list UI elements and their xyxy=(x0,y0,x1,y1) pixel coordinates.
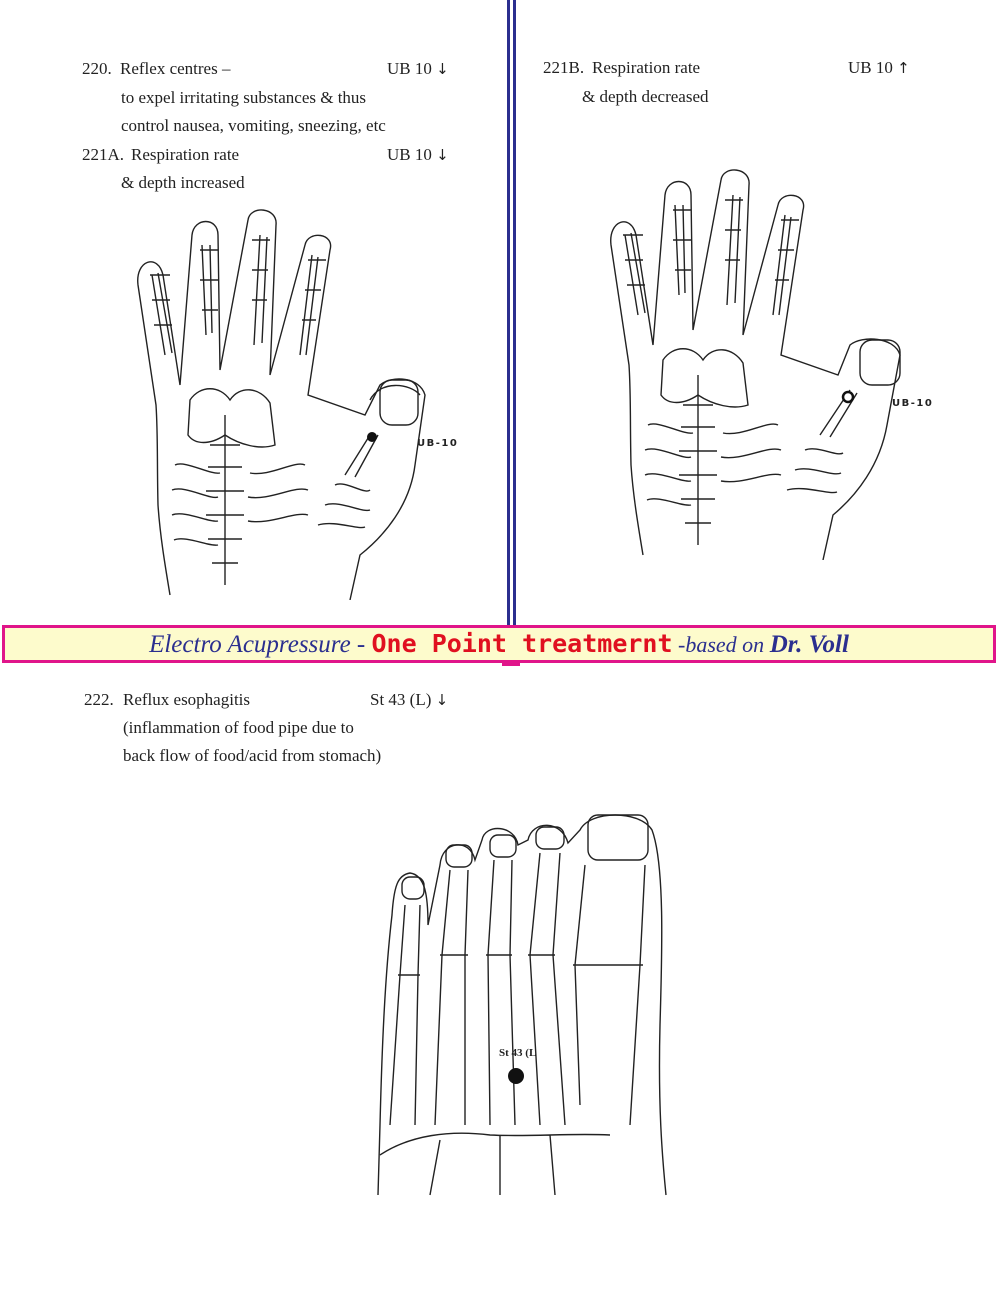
entry-222-point: St 43 (L) ↓ xyxy=(370,685,448,715)
banner-dash2: - xyxy=(672,632,686,657)
hand-skeleton-illustration-left xyxy=(137,209,426,600)
hand-skeleton-illustration-right xyxy=(610,169,901,560)
entry-221b-title: Respiration rate xyxy=(592,58,701,77)
entry-221b-point-text: UB 10 xyxy=(848,58,893,77)
entry-221b-number: 221B. xyxy=(543,58,585,77)
ub-10-point-marker xyxy=(367,432,377,442)
banner-part2: One Point treatmernt xyxy=(371,629,673,658)
ub-10-point-marker xyxy=(841,390,855,404)
column-divider xyxy=(507,0,517,626)
entry-221a-number: 221A. xyxy=(82,145,125,164)
foot-point-label: St 43 (L xyxy=(499,1047,537,1059)
entry-222-line2: (inflammation of food pipe due to xyxy=(123,718,354,737)
section-banner: Electro Acupressure - One Point treatmer… xyxy=(2,625,996,663)
entry-221a-point: UB 10 ↓ xyxy=(387,140,449,170)
up-arrow-icon: ↑ xyxy=(897,59,910,77)
banner-stub xyxy=(502,663,520,666)
entry-222-number: 222. xyxy=(84,690,114,709)
hand-left-point-label: UB-10 xyxy=(417,438,459,449)
st-43-point-marker xyxy=(508,1068,524,1084)
entry-222-line3: back flow of food/acid from stomach) xyxy=(123,746,382,765)
entry-221a-title: Respiration rate xyxy=(131,145,240,164)
hand-right-point-label: UB-10 xyxy=(892,398,934,409)
entry-222-title: Reflux esophagitis xyxy=(123,690,251,709)
entry-221b-point: UB 10 ↑ xyxy=(848,53,910,83)
banner-dash1: - xyxy=(350,631,372,658)
entry-220-line3: control nausea, vomiting, sneezing, etc xyxy=(121,116,386,135)
banner-part3: based on xyxy=(685,632,770,657)
entry-220-point-text: UB 10 xyxy=(387,59,432,78)
entry-221b-line2: & depth decreased xyxy=(582,87,709,106)
entry-220-point: UB 10 ↓ xyxy=(387,54,449,84)
entry-222-point-text: St 43 (L) xyxy=(370,690,432,709)
entry-220-number: 220. xyxy=(82,59,112,78)
entry-220-title: Reflex centres – xyxy=(120,59,231,78)
foot-skeleton-illustration xyxy=(377,814,667,1196)
banner-part1: Electro Acupressure xyxy=(149,631,351,658)
down-arrow-icon: ↓ xyxy=(436,146,449,164)
down-arrow-icon: ↓ xyxy=(436,60,449,78)
entry-221a-point-text: UB 10 xyxy=(387,145,432,164)
entry-221a-line2: & depth increased xyxy=(121,173,245,192)
entry-220-line2: to expel irritating substances & thus xyxy=(121,88,367,107)
banner-part4: Dr. Voll xyxy=(769,631,849,658)
down-arrow-icon: ↓ xyxy=(435,691,449,709)
